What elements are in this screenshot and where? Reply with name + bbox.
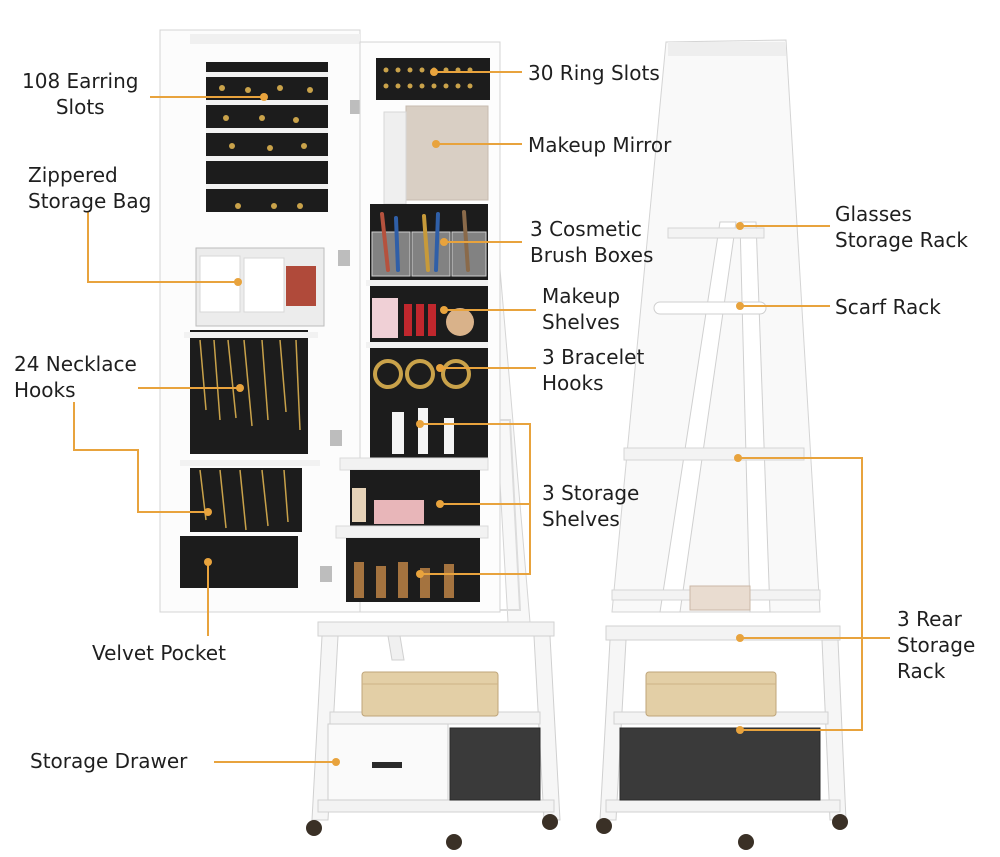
label-earring-slots: 108 Earring Slots — [22, 68, 138, 120]
label-zippered-bag-line2: Storage Bag — [28, 189, 152, 213]
label-earring-slots-line1: 108 Earring — [22, 69, 139, 93]
label-makeup-shelves: Makeup Shelves — [542, 283, 620, 335]
label-makeup-shelves-line2: Shelves — [542, 310, 620, 334]
label-ring-slots: 30 Ring Slots — [528, 60, 660, 86]
label-zippered-bag-line1: Zippered — [28, 163, 118, 187]
label-scarf-rack-line1: Scarf Rack — [835, 295, 941, 319]
label-ring-slots-line1: 30 Ring Slots — [528, 61, 660, 85]
label-makeup-shelves-line1: Makeup — [542, 284, 621, 308]
label-necklace-hooks-line2: Hooks — [14, 378, 76, 402]
label-scarf-rack: Scarf Rack — [835, 294, 941, 320]
label-brush-boxes-line1: 3 Cosmetic — [530, 217, 642, 241]
label-rear-storage-line3: Rack — [897, 659, 946, 683]
label-zippered-bag: Zippered Storage Bag — [28, 162, 151, 214]
label-glasses-rack-line2: Storage Rack — [835, 228, 968, 252]
label-velvet-pocket-line1: Velvet Pocket — [92, 641, 226, 665]
label-makeup-mirror-line1: Makeup Mirror — [528, 133, 672, 157]
rear-cabinet — [596, 39, 848, 850]
label-necklace-hooks-line1: 24 Necklace — [14, 352, 137, 376]
callout-dots — [204, 68, 744, 766]
label-earring-slots-line2: Slots — [55, 95, 105, 119]
front-cabinet — [159, 29, 561, 850]
label-storage-shelves-line1: 3 Storage — [542, 481, 640, 505]
label-necklace-hooks: 24 Necklace Hooks — [14, 351, 137, 403]
label-storage-shelves-line2: Shelves — [542, 507, 620, 531]
label-glasses-rack: Glasses Storage Rack — [835, 201, 968, 253]
label-rear-storage: 3 Rear Storage Rack — [897, 606, 975, 684]
label-storage-drawer-line1: Storage Drawer — [30, 749, 188, 773]
label-storage-drawer: Storage Drawer — [30, 748, 187, 774]
label-brush-boxes-line2: Brush Boxes — [530, 243, 654, 267]
label-brush-boxes: 3 Cosmetic Brush Boxes — [530, 216, 653, 268]
label-bracelet-hooks: 3 Bracelet Hooks — [542, 344, 644, 396]
label-makeup-mirror: Makeup Mirror — [528, 132, 671, 158]
callout-lines — [73, 71, 890, 763]
label-storage-shelves: 3 Storage Shelves — [542, 480, 639, 532]
label-rear-storage-line1: 3 Rear — [897, 607, 962, 631]
label-bracelet-hooks-line1: 3 Bracelet — [542, 345, 645, 369]
label-rear-storage-line2: Storage — [897, 633, 976, 657]
label-velvet-pocket: Velvet Pocket — [92, 640, 226, 666]
label-bracelet-hooks-line2: Hooks — [542, 371, 604, 395]
label-glasses-rack-line1: Glasses — [835, 202, 912, 226]
